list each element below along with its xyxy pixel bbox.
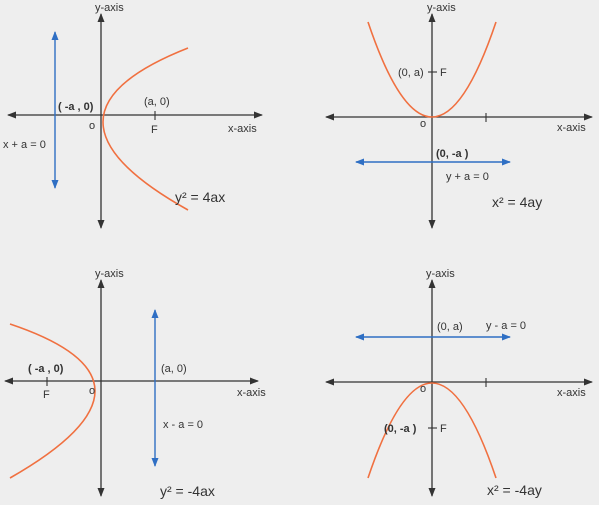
focus-point-label: (a, 0) (144, 96, 170, 108)
equation-label: y² = -4ax (160, 483, 215, 499)
vertex-point-label: ( -a , 0) (58, 101, 94, 113)
directrix-label: x - a = 0 (163, 419, 203, 431)
x-axis-label: x-axis (228, 123, 257, 135)
focus-label: F (440, 423, 447, 435)
vertex-point-label: (a, 0) (161, 363, 187, 375)
panel-up-opening: y-axis x-axis o F (0, a) (0, -a ) y + a … (325, 2, 593, 229)
vertex-point-label: (0, a) (437, 321, 463, 333)
equation-label: x² = -4ay (487, 482, 542, 498)
y-axis-label: y-axis (95, 268, 124, 280)
equation-label: y² = 4ax (175, 189, 225, 205)
equation-label: x² = 4ay (492, 194, 542, 210)
directrix-label: y + a = 0 (446, 171, 489, 183)
parabola-curve (102, 47, 189, 211)
parabola-curve (367, 21, 497, 118)
origin-label: o (89, 120, 95, 132)
focus-point-label: ( -a , 0) (28, 363, 64, 375)
vertex-point-label: (0, -a ) (436, 148, 469, 160)
y-axis-label: y-axis (427, 2, 456, 14)
parabola-curve (9, 323, 96, 479)
focus-label: F (440, 67, 447, 79)
origin-label: o (89, 385, 95, 397)
focus-point-label: (0, -a ) (384, 423, 417, 435)
directrix-label: x + a = 0 (3, 139, 46, 151)
directrix-label: y - a = 0 (486, 320, 526, 332)
panel-down-opening: y-axis x-axis o F (0, -a ) (0, a) y - a … (325, 268, 593, 498)
y-axis-label: y-axis (426, 268, 455, 280)
focus-point-label: (0, a) (398, 67, 424, 79)
x-axis-label: x-axis (557, 387, 586, 399)
parabola-curve (367, 382, 497, 479)
origin-label: o (420, 383, 426, 395)
origin-label: o (420, 118, 426, 130)
focus-label: F (43, 389, 50, 401)
focus-label: F (151, 124, 158, 136)
y-axis-label: y-axis (95, 2, 124, 14)
x-axis-label: x-axis (237, 387, 266, 399)
x-axis-label: x-axis (557, 122, 586, 134)
panel-right-opening: y-axis x-axis o F (a, 0) ( -a , 0) x + a… (3, 2, 263, 229)
panel-left-opening: y-axis x-axis o F ( -a , 0) (a, 0) x - a… (4, 268, 266, 499)
